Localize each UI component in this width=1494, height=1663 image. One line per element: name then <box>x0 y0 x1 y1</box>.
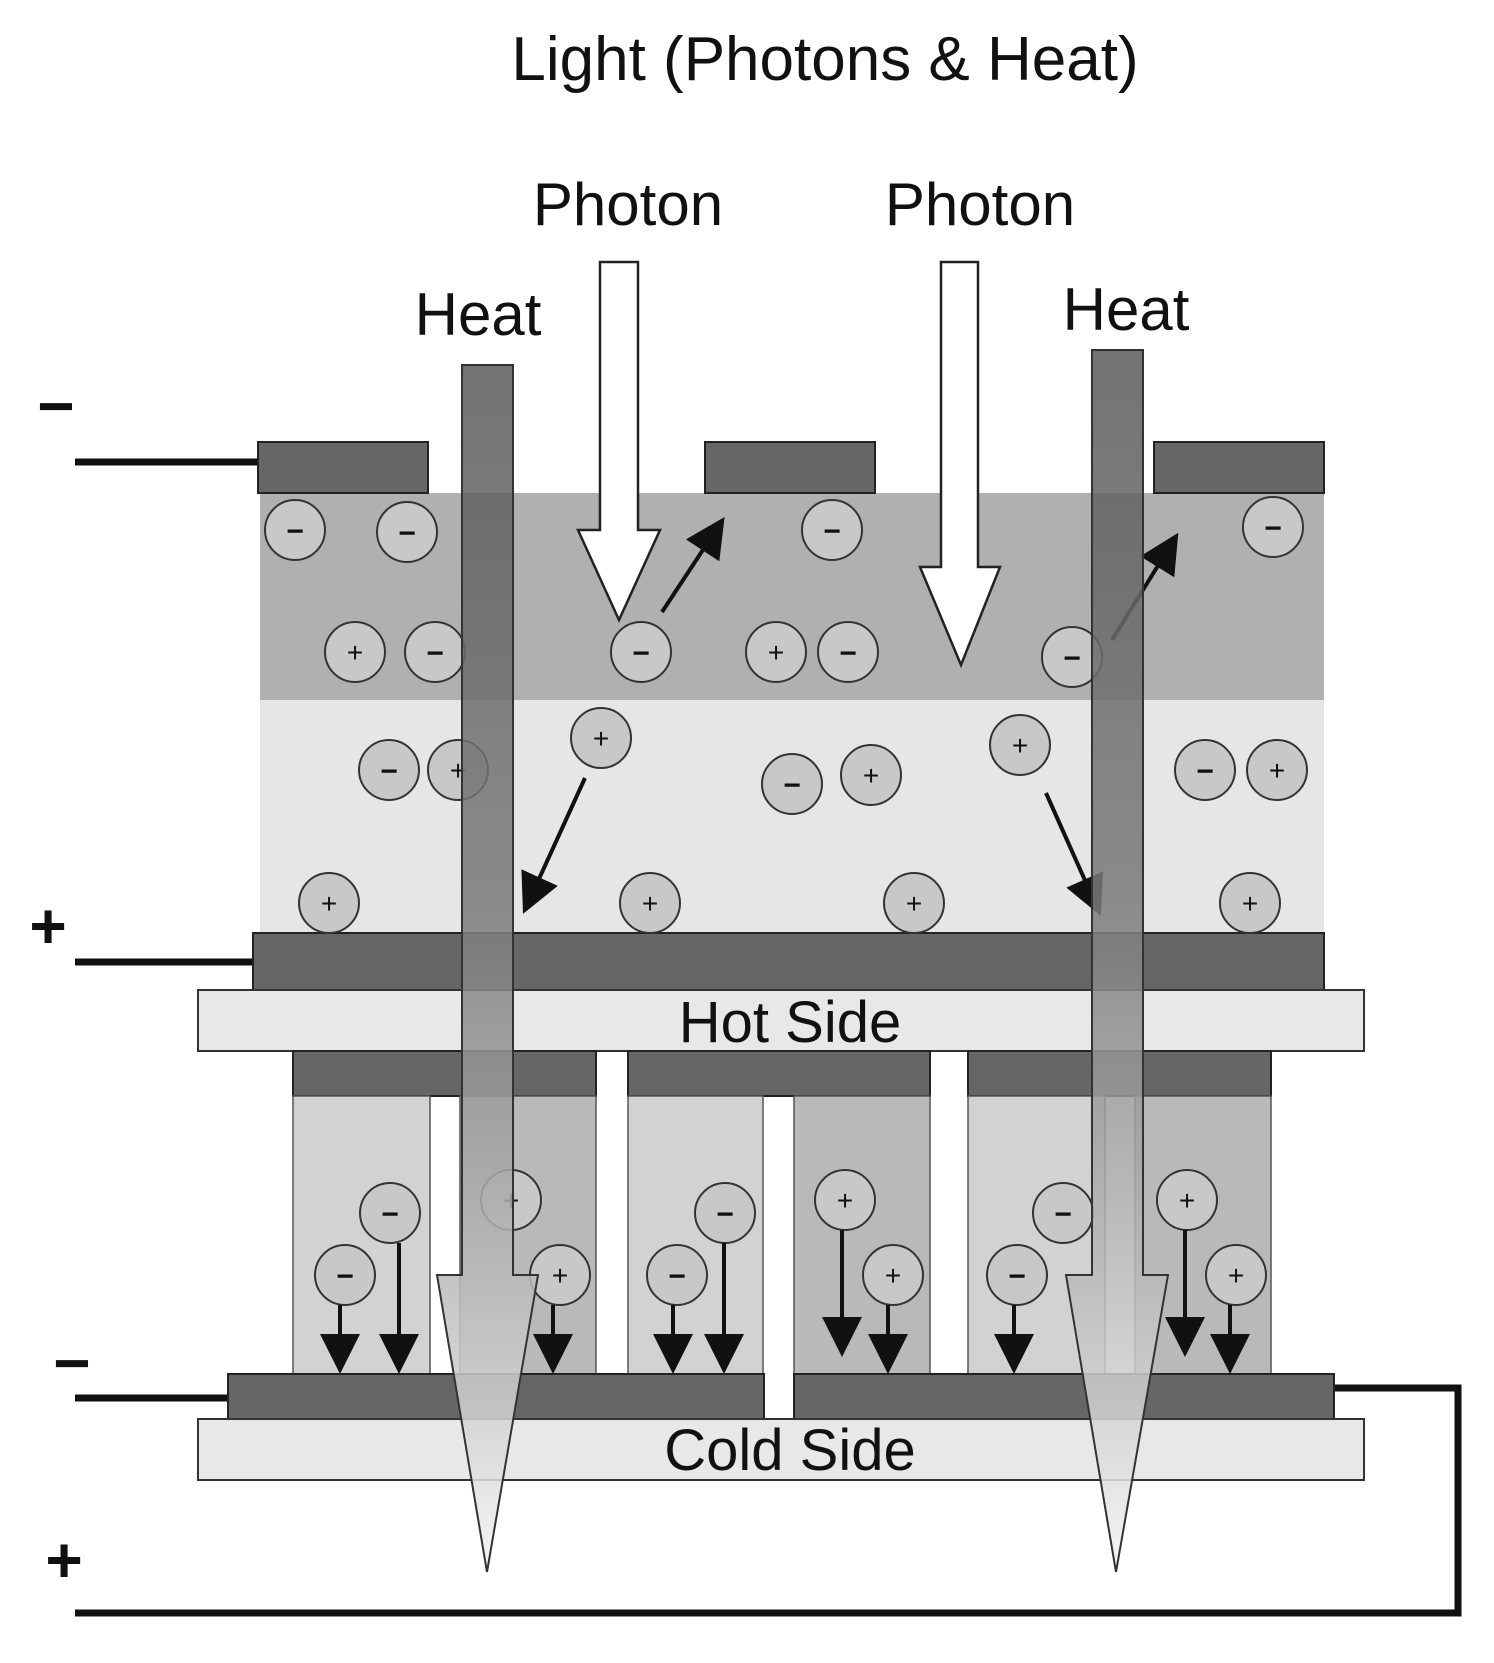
svg-text:+: + <box>1269 755 1285 786</box>
electron: − <box>801 499 863 561</box>
hole: + <box>745 621 807 683</box>
svg-text:−: − <box>1063 642 1081 675</box>
electron: − <box>404 621 466 683</box>
electron: − <box>358 739 420 801</box>
hole: + <box>570 707 632 769</box>
hole: + <box>814 1169 876 1231</box>
diagram-title: Light (Photons & Heat) <box>511 25 1138 94</box>
svg-text:−: − <box>1008 1260 1026 1293</box>
svg-text:+: + <box>1179 1185 1195 1216</box>
svg-text:+: + <box>1228 1260 1244 1291</box>
svg-text:−: − <box>839 637 857 670</box>
svg-text:−: − <box>398 517 416 550</box>
top-negative-terminal: − <box>37 370 74 442</box>
electron: − <box>1174 739 1236 801</box>
svg-text:+: + <box>837 1185 853 1216</box>
electron: − <box>646 1244 708 1306</box>
heat-arrow-right <box>1064 349 1170 1573</box>
svg-text:+: + <box>1242 888 1258 919</box>
external-wires <box>75 458 1462 1617</box>
te-leg-p2 <box>793 1095 931 1375</box>
pv-electrons: − − − − − − − − − − − <box>264 496 1304 815</box>
photon-label-right: Photon <box>885 171 1075 238</box>
svg-text:−: − <box>426 637 444 670</box>
electron: − <box>761 753 823 815</box>
electron: − <box>264 499 326 561</box>
hole: + <box>840 744 902 806</box>
hole: + <box>324 621 386 683</box>
svg-text:+: + <box>768 637 784 668</box>
svg-text:−: − <box>286 515 304 548</box>
te-carriers: − − − − − − + + + + + + <box>314 1169 1267 1306</box>
electron: − <box>314 1244 376 1306</box>
svg-text:+: + <box>347 637 363 668</box>
hole: + <box>1156 1169 1218 1231</box>
electron: − <box>359 1182 421 1244</box>
te-flow-arrows <box>320 1230 1250 1374</box>
cold-side-plate <box>197 1418 1365 1481</box>
svg-text:+: + <box>552 1260 568 1291</box>
svg-text:−: − <box>336 1260 354 1293</box>
bottom-negative-terminal: − <box>53 1327 90 1399</box>
hole: + <box>989 714 1051 776</box>
svg-text:−: − <box>632 637 650 670</box>
photon-label-left: Photon <box>533 171 723 238</box>
pv-holes: + + + + + + + + + + + <box>298 621 1308 934</box>
svg-text:−: − <box>823 515 841 548</box>
svg-text:+: + <box>321 888 337 919</box>
svg-text:+: + <box>593 723 609 754</box>
photon-arrow-right <box>918 260 1002 669</box>
photon-arrow-left <box>576 260 662 624</box>
svg-text:+: + <box>885 1260 901 1291</box>
top-positive-terminal: + <box>29 890 66 962</box>
heat-arrow-left <box>435 364 540 1573</box>
svg-text:−: − <box>716 1198 734 1231</box>
hole: + <box>298 872 360 934</box>
electron: − <box>376 501 438 563</box>
svg-text:+: + <box>1012 730 1028 761</box>
electron: − <box>986 1244 1048 1306</box>
heat-label-left: Heat <box>415 281 542 348</box>
electron: − <box>817 621 879 683</box>
bottom-positive-terminal: + <box>45 1524 82 1596</box>
hole: + <box>529 1244 591 1306</box>
hole: + <box>862 1244 924 1306</box>
svg-text:−: − <box>1054 1198 1072 1231</box>
heat-label-right: Heat <box>1063 276 1190 343</box>
hole: + <box>619 872 681 934</box>
svg-text:−: − <box>381 1198 399 1231</box>
hole: + <box>883 872 945 934</box>
p-type-layer <box>260 700 1324 935</box>
svg-text:−: − <box>668 1260 686 1293</box>
electron: − <box>1242 496 1304 558</box>
front-contacts <box>257 441 1325 494</box>
hole: + <box>1219 872 1281 934</box>
electron: − <box>694 1182 756 1244</box>
hole: + <box>1205 1244 1267 1306</box>
svg-text:−: − <box>1264 512 1282 545</box>
svg-text:+: + <box>642 888 658 919</box>
cold-side-label: Cold Side <box>664 1418 915 1483</box>
electron: − <box>1032 1182 1094 1244</box>
svg-text:−: − <box>783 769 801 802</box>
svg-text:+: + <box>906 888 922 919</box>
svg-text:−: − <box>380 755 398 788</box>
svg-text:+: + <box>863 760 879 791</box>
back-contact <box>252 932 1325 991</box>
hot-side-label: Hot Side <box>679 990 901 1055</box>
hole: + <box>1246 739 1308 801</box>
svg-text:−: − <box>1196 755 1214 788</box>
electron: − <box>610 621 672 683</box>
